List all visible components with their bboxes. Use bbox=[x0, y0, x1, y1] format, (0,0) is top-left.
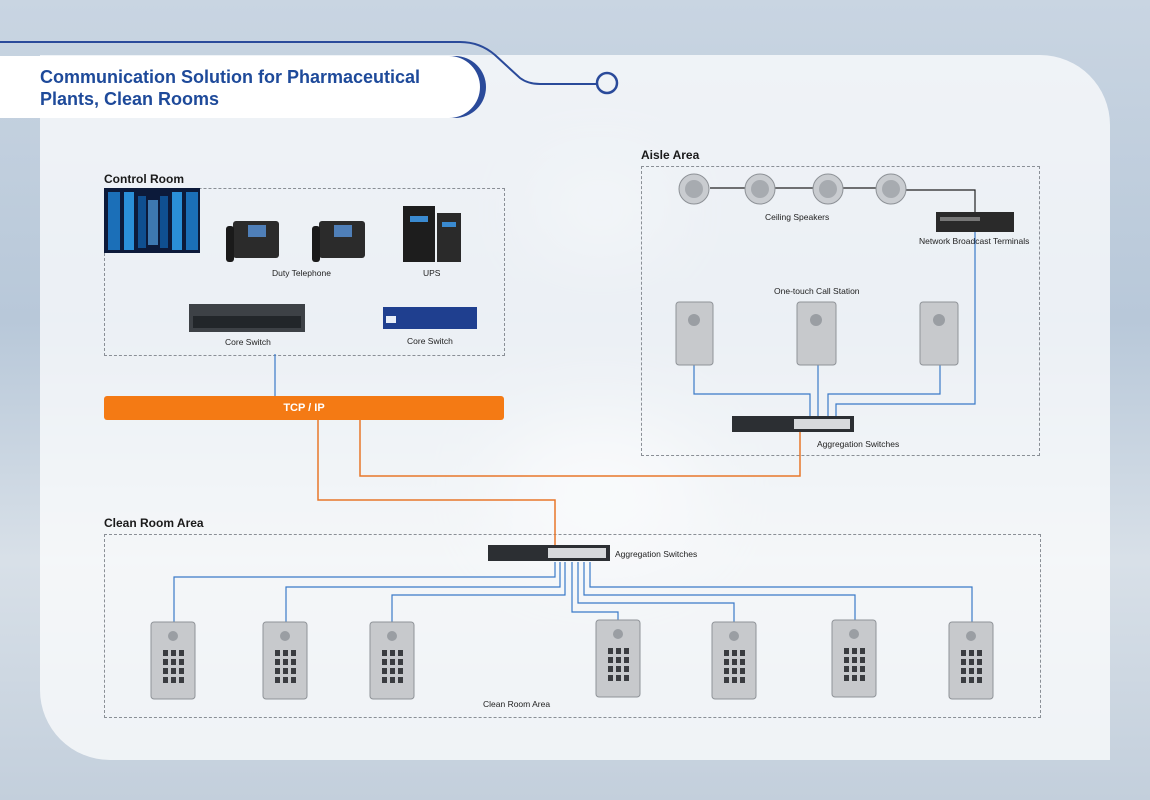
section-clean-room-area: Clean Room Area bbox=[104, 516, 204, 530]
page-title: Communication Solution for Pharmaceutica… bbox=[40, 67, 421, 109]
core-switch-2-icon bbox=[383, 307, 477, 329]
section-aisle-area: Aisle Area bbox=[641, 148, 700, 162]
ups-label: UPS bbox=[423, 268, 441, 278]
network-broadcast-label: Network Broadcast Terminals bbox=[919, 236, 1030, 246]
one-touch-call-station-label: One-touch Call Station bbox=[774, 286, 860, 296]
aisle-aggregation-switch-icon bbox=[732, 416, 854, 432]
ceiling-speakers-label: Ceiling Speakers bbox=[765, 212, 830, 222]
ups-icon bbox=[403, 206, 461, 262]
clean-room-aggregation-switch-icon bbox=[488, 545, 610, 561]
keypad-intercom-icon bbox=[150, 619, 994, 700]
core-switch-1-label: Core Switch bbox=[225, 337, 271, 347]
clean-room-area-label: Clean Room Area bbox=[483, 699, 551, 709]
ceiling-speaker-icon bbox=[678, 173, 907, 205]
clean-room-box bbox=[104, 534, 1041, 718]
control-room-box bbox=[104, 188, 505, 356]
duty-telephone-label: Duty Telephone bbox=[272, 268, 331, 278]
title-banner bbox=[0, 56, 480, 118]
server-room-image bbox=[104, 188, 200, 253]
duty-telephone-1-icon bbox=[226, 221, 279, 262]
network-broadcast-terminal-icon bbox=[936, 212, 1014, 232]
clean-room-aggregation-label: Aggregation Switches bbox=[615, 549, 698, 559]
one-touch-call-station-icon bbox=[675, 301, 959, 366]
tcp-ip-bar: TCP / IP bbox=[104, 396, 504, 420]
duty-telephone-2-icon bbox=[312, 221, 365, 262]
core-switch-1-icon bbox=[189, 304, 305, 332]
core-switch-2-label: Core Switch bbox=[407, 336, 453, 346]
aisle-aggregation-label: Aggregation Switches bbox=[817, 439, 900, 449]
section-control-room: Control Room bbox=[104, 172, 184, 186]
aisle-area-box bbox=[641, 166, 1040, 456]
